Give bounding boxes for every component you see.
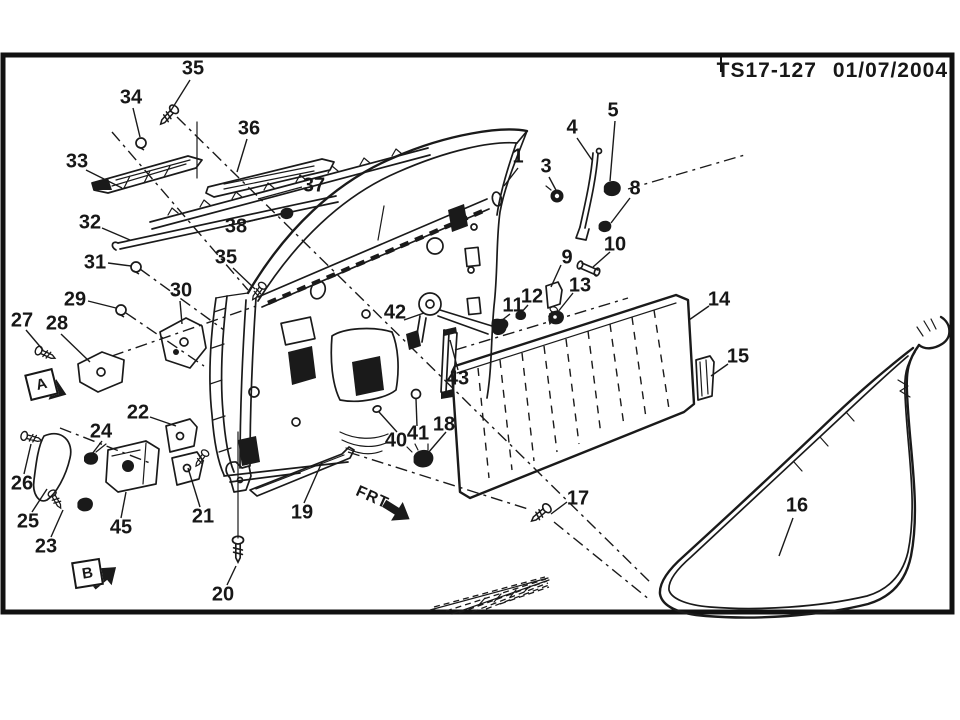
page-header: TS17-127 01/07/2004 (717, 59, 948, 83)
view-marker-b: B (71, 557, 104, 590)
view-marker-a-letter: A (34, 374, 49, 395)
document-number: TS17-127 (716, 59, 817, 82)
small-fasteners (372, 388, 554, 526)
door-shell (209, 128, 529, 483)
rocker-sketch (429, 576, 550, 615)
lock-rod-group (495, 147, 621, 331)
window-glass (450, 293, 715, 500)
leader-lines (23, 79, 794, 586)
view-marker-b-letter: B (80, 564, 95, 583)
door-inner-details (238, 204, 482, 466)
hinge-latch-hardware (19, 280, 355, 563)
construction-lines (59, 116, 749, 601)
molding-strips (91, 102, 431, 318)
page-border (0, 52, 955, 615)
weatherstrip (658, 315, 951, 619)
document-date: 01/07/2004 (832, 59, 948, 82)
